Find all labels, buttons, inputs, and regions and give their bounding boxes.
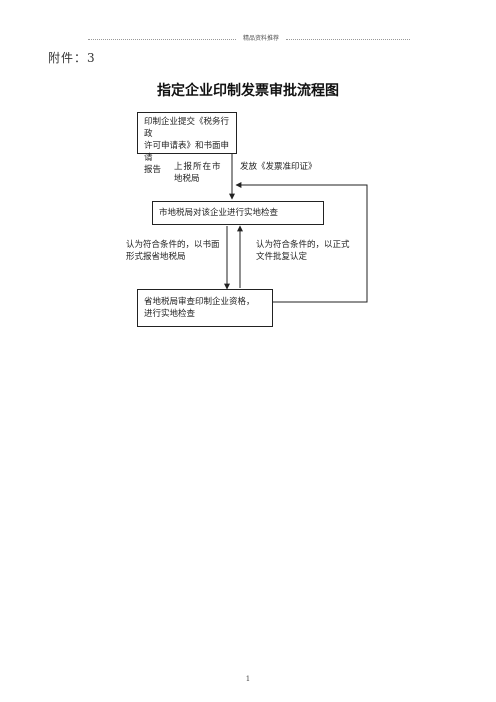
label-qualified-report-line2: 形式报省地税局 xyxy=(126,252,186,262)
header-text: 精品资料推荐 xyxy=(242,35,279,42)
box-province-review: 省地税局审查印制企业资格， 进行实地检查 xyxy=(137,289,273,327)
page-title: 指定企业印制发票审批流程图 xyxy=(157,83,339,99)
label-report-line2: 地税局 xyxy=(174,174,200,184)
label-report-line1: 上报所在市 xyxy=(174,162,222,172)
label-qualified-report-line1: 认为符合条件的，以书面 xyxy=(126,240,220,250)
arrow-province-loop xyxy=(235,182,368,303)
box-apply-line1: 印制企业提交《税务行政 xyxy=(144,117,230,139)
label-qualified-approve: 认为符合条件的，以正式 文件批复认定 xyxy=(256,239,350,263)
box-city-check: 市地税局对该企业进行实地检查 xyxy=(152,201,324,225)
label-qualified-approve-line1: 认为符合条件的，以正式 xyxy=(256,240,350,250)
attachment-label: 附件：3 xyxy=(48,51,96,65)
box-city-check-text: 市地税局对该企业进行实地检查 xyxy=(159,208,279,218)
box-apply: 印制企业提交《税务行政 许可申请表》和书面申请 报告 xyxy=(137,112,237,175)
header-rule-left xyxy=(88,39,236,40)
label-qualified-report: 认为符合条件的，以书面 形式报省地税局 xyxy=(126,239,220,263)
box-apply-line3: 报告 xyxy=(144,165,162,175)
label-issue-permit: 发放《发票准印证》 xyxy=(240,162,317,172)
box-province-line1: 省地税局审查印制企业资格， xyxy=(144,297,255,307)
box-apply-line2: 许可申请表》和书面申请 xyxy=(144,141,230,163)
box-province-line2: 进行实地检查 xyxy=(144,309,196,319)
page-number: 1 xyxy=(245,675,251,683)
header-rule-right xyxy=(286,39,410,40)
label-report-to-city: 上报所在市 地税局 xyxy=(174,161,222,185)
label-qualified-approve-line2: 文件批复认定 xyxy=(256,252,308,262)
